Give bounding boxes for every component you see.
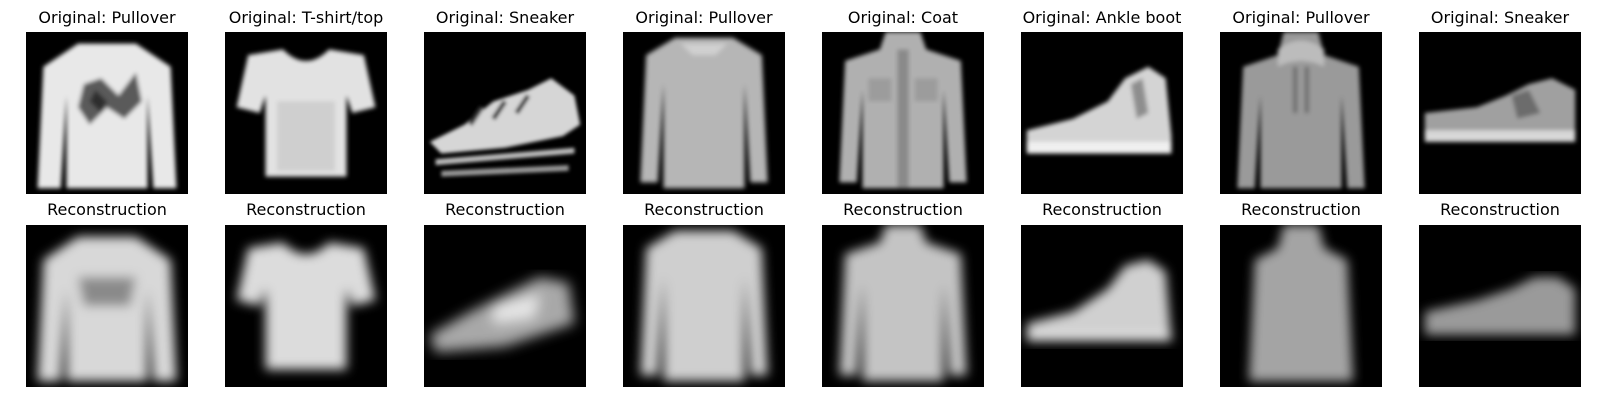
- tshirt-reconstruction-icon: [236, 242, 376, 370]
- reconstruction-image-7: [1220, 225, 1382, 387]
- pullover-icon: [640, 37, 768, 189]
- original-image-5: [822, 32, 984, 194]
- sample-column-4: Original: Pullover Reconstruction: [623, 0, 785, 400]
- original-image-7: [1220, 32, 1382, 194]
- reconstruction-image-6: [1021, 225, 1183, 387]
- original-image-8: [1419, 32, 1581, 194]
- sneaker-icon: [1424, 78, 1576, 142]
- ankle-boot-reconstruction-icon: [1026, 259, 1172, 341]
- sneaker-sandal-icon: [429, 78, 581, 177]
- original-caption-4: Original: Pullover: [635, 8, 773, 27]
- original-image-6: [1021, 32, 1183, 194]
- original-image-2: [225, 32, 387, 194]
- hoodie-icon: [1237, 32, 1365, 189]
- reconstruction-image-3: [424, 225, 586, 387]
- sample-column-2: Original: T-shirt/top Reconstruction: [225, 0, 387, 400]
- reconstruction-caption-1: Reconstruction: [47, 200, 167, 219]
- hoodie-reconstruction-icon: [1248, 225, 1354, 382]
- sample-column-1: Original: Pullover Reconstruction: [26, 0, 188, 400]
- reconstruction-image-2: [225, 225, 387, 387]
- original-caption-5: Original: Coat: [847, 8, 959, 27]
- original-caption-7: Original: Pullover: [1232, 8, 1370, 27]
- reconstruction-caption-3: Reconstruction: [445, 200, 565, 219]
- sample-column-7: Original: Pullover Reconstruction: [1220, 0, 1382, 400]
- pullover-pattern-icon: [37, 43, 177, 189]
- pullover-reconstruction-icon: [37, 236, 177, 382]
- coat-icon: [839, 32, 967, 189]
- original-caption-1: Original: Pullover: [38, 8, 176, 27]
- reconstruction-image-4: [623, 225, 785, 387]
- original-image-1: [26, 32, 188, 194]
- reconstruction-caption-4: Reconstruction: [644, 200, 764, 219]
- pullover-reconstruction-icon: [640, 230, 768, 382]
- original-caption-3: Original: Sneaker: [435, 8, 575, 27]
- sneaker-reconstruction-icon: [429, 277, 575, 353]
- reconstruction-caption-5: Reconstruction: [843, 200, 963, 219]
- sneaker-reconstruction-icon: [1424, 277, 1576, 335]
- original-image-4: [623, 32, 785, 194]
- original-caption-8: Original: Sneaker: [1430, 8, 1570, 27]
- reconstruction-image-8: [1419, 225, 1581, 387]
- sample-column-3: Original: Sneaker Reconstruction: [424, 0, 586, 400]
- coat-reconstruction-icon: [839, 225, 967, 382]
- original-image-3: [424, 32, 586, 194]
- reconstruction-caption-6: Reconstruction: [1042, 200, 1162, 219]
- sample-column-6: Original: Ankle boot Reconstruction: [1021, 0, 1183, 400]
- reconstruction-image-1: [26, 225, 188, 387]
- sample-column-8: Original: Sneaker Reconstruction: [1419, 0, 1581, 400]
- reconstruction-caption-8: Reconstruction: [1440, 200, 1560, 219]
- ankle-boot-icon: [1026, 66, 1172, 154]
- tshirt-icon: [236, 49, 376, 177]
- sample-column-5: Original: Coat Reconstruction: [822, 0, 984, 400]
- original-caption-2: Original: T-shirt/top: [228, 8, 384, 27]
- original-caption-6: Original: Ankle boot: [1022, 8, 1182, 27]
- reconstruction-image-5: [822, 225, 984, 387]
- reconstruction-caption-2: Reconstruction: [246, 200, 366, 219]
- reconstruction-caption-7: Reconstruction: [1241, 200, 1361, 219]
